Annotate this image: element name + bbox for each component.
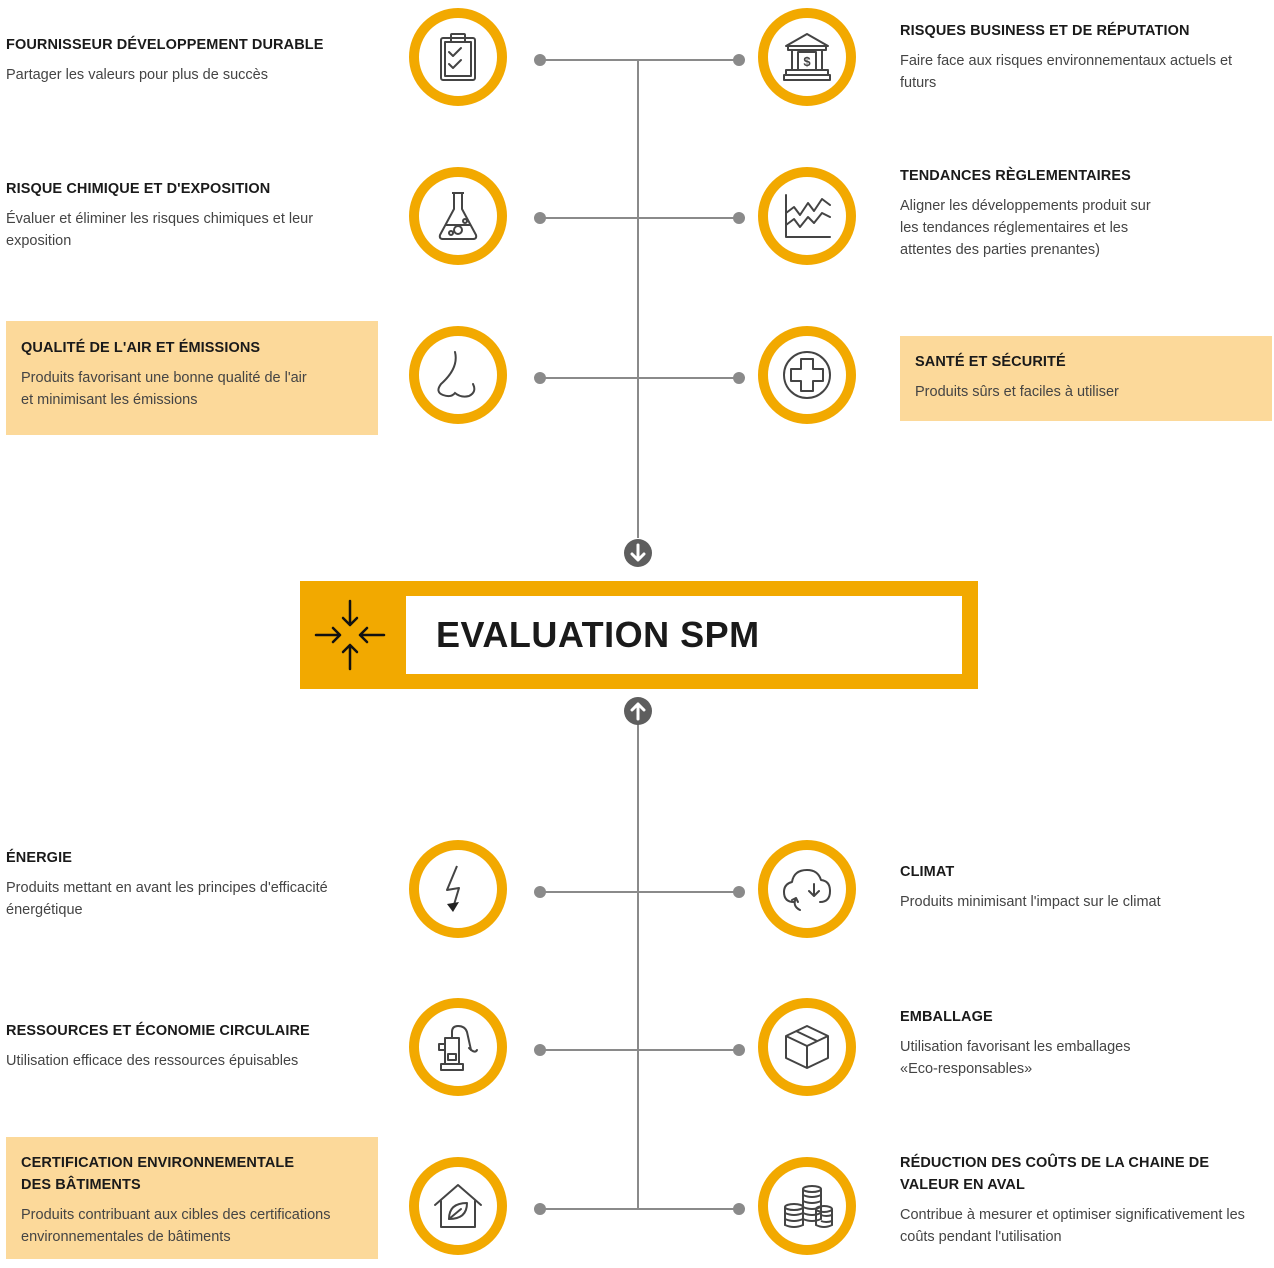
connector-row-4 [540,891,738,893]
bottom-vertical-connector [637,724,639,1208]
left-item-5: RESSOURCES ET ÉCONOMIE CIRCULAIRE Utilis… [6,1020,376,1072]
line-chart-icon [785,194,831,238]
clipboard-check-icon [440,33,476,81]
evaluation-box: EVALUATION SPM [300,581,978,689]
connector-row-1 [540,59,738,61]
right-icon-circle-1: $ [758,8,856,106]
left-icon-circle-6 [409,1157,507,1255]
right-item-2: TENDANCES RÈGLEMENTAIRES Aligner les dév… [900,165,1155,261]
right-item-4: CLIMAT Produits minimisant l'impact sur … [900,861,1262,913]
item-title: RISQUE CHIMIQUE ET D'EXPOSITION [6,181,271,197]
connector-dot [733,372,745,384]
flask-icon [438,192,478,240]
arrow-down-icon [624,539,652,567]
bank-icon: $ [783,33,831,81]
right-icon-circle-6 [758,1157,856,1255]
connector-dot [733,1203,745,1215]
arrow-up-icon [624,697,652,725]
right-icon-circle-2 [758,167,856,265]
item-title: TENDANCES RÈGLEMENTAIRES [900,168,1131,184]
connector-row-3 [540,377,738,379]
left-item-4: ÉNERGIE Produits mettant en avant les pr… [6,847,376,921]
item-title: FOURNISSEUR DÉVELOPPEMENT DURABLE [6,37,324,53]
connector-row-6 [540,1208,738,1210]
cloud-sync-icon [783,869,831,911]
item-title: SANTÉ ET SÉCURITÉ [915,354,1066,370]
item-title: ÉNERGIE [6,850,72,866]
item-title: RISQUES BUSINESS ET DE RÉPUTATION [900,23,1190,39]
item-title: EMBALLAGE [900,1009,993,1025]
right-item-5: EMBALLAGE Utilisation favorisant les emb… [900,1006,1170,1080]
connector-dot [534,1203,546,1215]
right-icon-circle-5 [758,998,856,1096]
medical-cross-icon [783,351,831,399]
left-icon-circle-5 [409,998,507,1096]
item-description: Contribue à mesurer et optimiser signifi… [900,1207,1245,1245]
left-icon-circle-2 [409,167,507,265]
left-icon-circle-1 [409,8,507,106]
box-icon [785,1025,829,1069]
item-description: Produits sûrs et faciles à utiliser [915,384,1119,400]
nose-icon [437,351,476,398]
item-description: Produits contribuant aux cibles des cert… [21,1207,331,1245]
coin-stacks-icon [784,1185,833,1228]
connector-dot [733,1044,745,1056]
connector-dot [534,1044,546,1056]
connector-dot [534,886,546,898]
item-description: Évaluer et éliminer les risques chimique… [6,211,314,249]
top-vertical-connector [637,60,639,538]
left-icon-circle-3 [409,326,507,424]
connector-dot [733,212,745,224]
converge-arrows-icon [314,599,386,671]
item-title: RESSOURCES ET ÉCONOMIE CIRCULAIRE [6,1023,310,1039]
item-description: Produits favorisant une bonne qualité de… [21,370,307,408]
item-title: CLIMAT [900,864,955,880]
left-item-2: RISQUE CHIMIQUE ET D'EXPOSITION Évaluer … [6,178,356,252]
connector-dot [534,212,546,224]
item-title: QUALITÉ DE L'AIR ET ÉMISSIONS [21,340,261,356]
item-title: CERTIFICATION ENVIRONNEMENTALE DES BÂTIM… [21,1155,295,1193]
lightning-icon [446,865,460,912]
connector-dot [733,886,745,898]
item-description: Produits minimisant l'impact sur le clim… [900,894,1161,910]
item-description: Partager les valeurs pour plus de succès [6,67,268,83]
item-description: Produits mettant en avant les principes … [6,880,328,918]
item-description: Faire face aux risques environnementaux … [900,53,1233,91]
item-description: Aligner les développements produit sur l… [900,198,1151,258]
right-item-1: RISQUES BUSINESS ET DE RÉPUTATION Faire … [900,20,1262,94]
evaluation-title-panel: EVALUATION SPM [406,596,962,674]
left-icon-circle-4 [409,840,507,938]
right-item-3: SANTÉ ET SÉCURITÉ Produits sûrs et facil… [900,336,1272,421]
connector-row-2 [540,217,738,219]
water-pump-icon [438,1025,478,1071]
connector-dot [534,54,546,66]
connector-dot [733,54,745,66]
right-icon-circle-3 [758,326,856,424]
left-item-3: QUALITÉ DE L'AIR ET ÉMISSIONS Produits f… [6,321,378,435]
right-icon-circle-4 [758,840,856,938]
item-title: RÉDUCTION DES COÛTS DE LA CHAINE DE VALE… [900,1155,1210,1193]
item-description: Utilisation efficace des ressources épui… [6,1053,299,1069]
item-description: Utilisation favorisant les emballages «E… [900,1039,1131,1077]
right-item-6: RÉDUCTION DES COÛTS DE LA CHAINE DE VALE… [900,1152,1268,1248]
evaluation-title: EVALUATION SPM [436,614,760,655]
house-leaf-icon [434,1184,482,1228]
connector-dot [534,372,546,384]
left-item-6: CERTIFICATION ENVIRONNEMENTALE DES BÂTIM… [6,1137,378,1259]
connector-row-5 [540,1049,738,1051]
left-item-1: FOURNISSEUR DÉVELOPPEMENT DURABLE Partag… [6,34,376,86]
svg-text:$: $ [803,54,811,69]
